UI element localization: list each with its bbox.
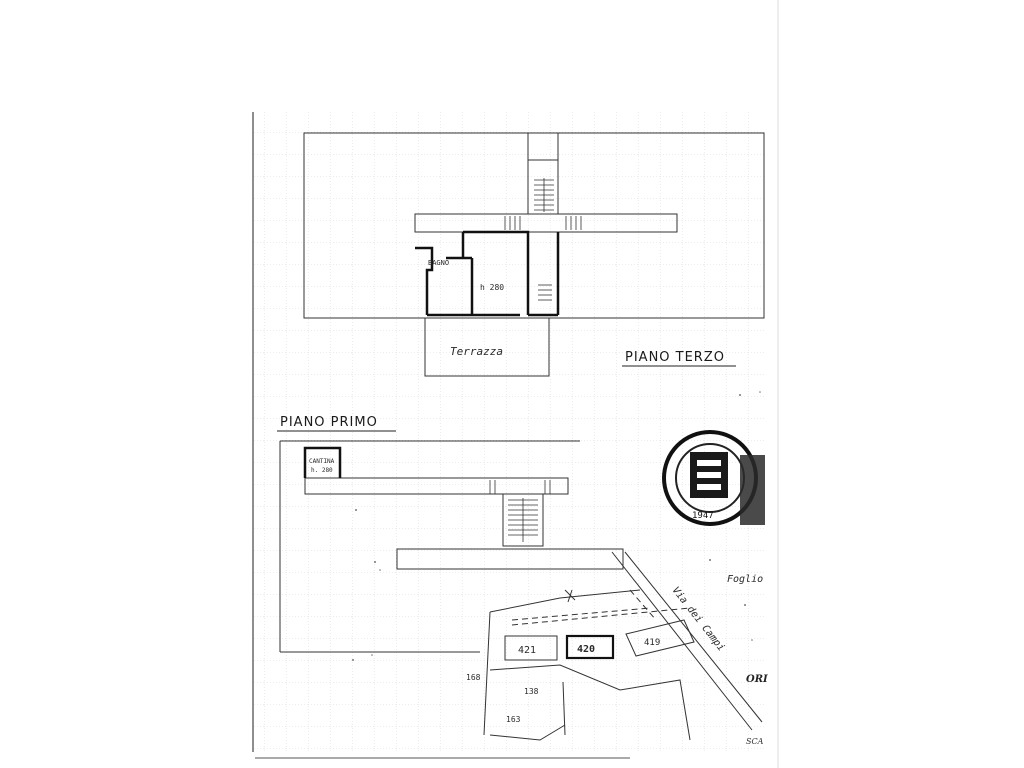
cantina-label: CANTINA	[309, 458, 335, 465]
parcel-419	[625, 619, 695, 657]
first-floor-corridor	[304, 477, 569, 495]
scan-noise	[352, 391, 761, 661]
parcel-168-label: 168	[466, 673, 481, 682]
parcel-138-label: 138	[524, 687, 539, 696]
cantina-walls	[303, 446, 342, 478]
parcel-419-label: 419	[644, 638, 660, 648]
third-floor-plan	[303, 132, 765, 377]
third-floor-height-label: h 280	[480, 283, 504, 292]
ori-label: ORI	[746, 674, 768, 685]
parcel-421-label: 421	[518, 645, 536, 656]
third-floor-stairs	[504, 178, 582, 230]
third-floor-wing	[414, 213, 678, 233]
terrace-outline	[424, 317, 550, 377]
apartment-walls	[415, 230, 560, 317]
foglio-label: Foglio	[727, 574, 763, 585]
cantina-height-label: h. 280	[311, 467, 333, 474]
road-edge-2	[624, 551, 763, 723]
piano-primo-title: PIANO PRIMO	[280, 415, 378, 430]
parcel-163-label: 163	[506, 715, 521, 724]
first-floor-lower-wing	[396, 548, 624, 570]
graph-paper	[253, 112, 765, 752]
terrace-label: Terrazza	[450, 345, 503, 358]
road-edge-1	[611, 551, 753, 731]
parcel-421	[504, 635, 558, 661]
official-stamp: 1947	[662, 430, 765, 526]
parcel-420-label: 420	[577, 644, 595, 655]
first-floor-stairs	[489, 480, 551, 542]
sca-label: SCA	[746, 737, 764, 746]
bagno-label: BAGNO	[428, 259, 449, 267]
cadastral-map	[483, 551, 763, 741]
parcel-420	[565, 634, 615, 660]
first-floor-plan	[279, 440, 624, 653]
stamp-date: 1947	[692, 511, 714, 521]
piano-terzo-title: PIANO TERZO	[625, 350, 725, 365]
stair-block	[502, 493, 544, 547]
